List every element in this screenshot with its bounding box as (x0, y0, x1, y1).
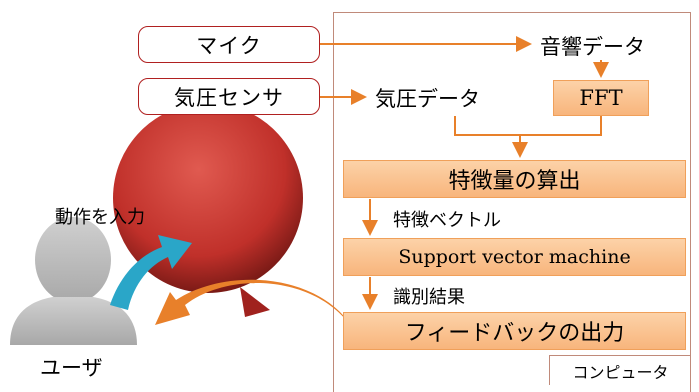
pressure-data-label: 気圧データ (375, 87, 480, 111)
computer-frame (333, 12, 691, 392)
feedback-arrow (155, 279, 355, 332)
fft-label: FFT (579, 86, 623, 110)
feedback-output-box: フィードバックの出力 (343, 312, 686, 350)
fft-box: FFT (553, 80, 649, 116)
feature-calc-label: 特徴量の算出 (448, 169, 581, 194)
user-label: ユーザ (40, 356, 103, 380)
svm-label: Support vector machine (398, 246, 631, 268)
user-body (10, 297, 137, 345)
computer-label: コンピュータ (549, 355, 691, 385)
feature-calc-box: 特徴量の算出 (343, 160, 686, 198)
feature-vector-label: 特徴ベクトル (393, 210, 501, 231)
result-label: 識別結果 (393, 287, 465, 308)
user-icon (10, 217, 137, 345)
feedback-output-label: フィードバックの出力 (404, 321, 625, 346)
audio-data-label: 音響データ (540, 35, 645, 59)
mic-box: マイク (138, 26, 320, 63)
merge-lines (454, 116, 602, 136)
pressure-sensor-box: 気圧センサ (138, 78, 320, 115)
ball-illustration (113, 103, 303, 317)
user-head (35, 217, 111, 303)
svm-box: Support vector machine (343, 238, 686, 276)
input-arrow (110, 235, 192, 310)
ball-tail (240, 287, 270, 317)
mic-label: マイク (196, 33, 262, 58)
action-label: 動作を入力 (55, 207, 145, 228)
pressure-sensor-label: 気圧センサ (174, 85, 284, 110)
ball (113, 103, 303, 293)
